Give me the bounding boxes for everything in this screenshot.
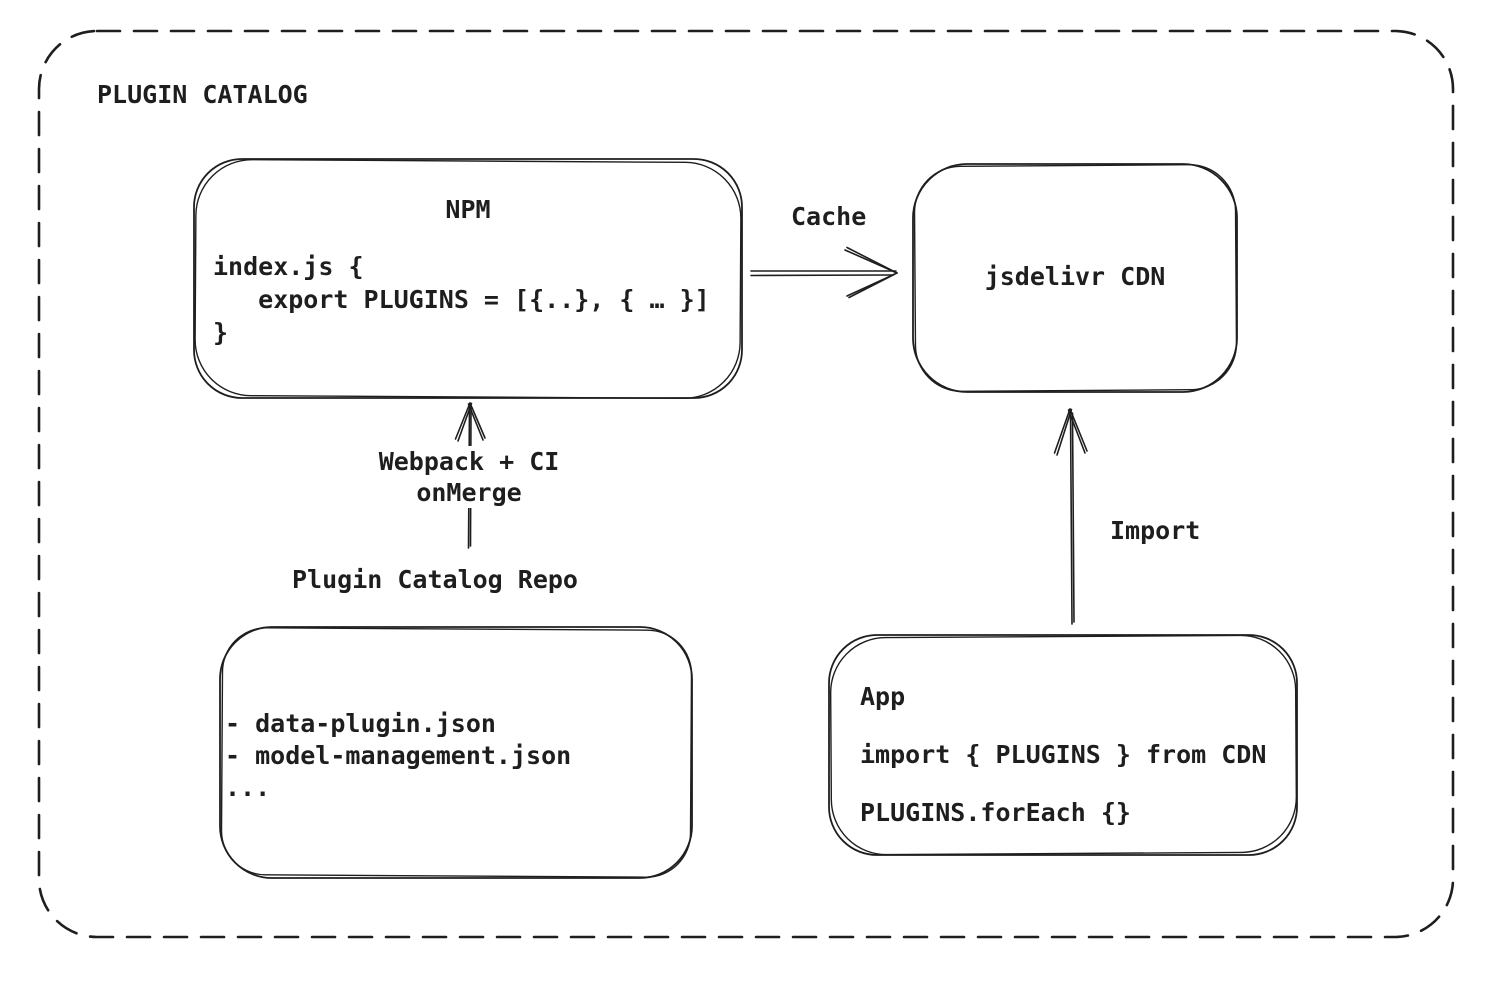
cdn-node: jsdelivr CDN bbox=[911, 162, 1239, 394]
npm-node-border bbox=[193, 158, 743, 400]
repo-node-files: - data-plugin.json - model-management.js… bbox=[225, 709, 572, 802]
diagram-title: PLUGIN CATALOG bbox=[97, 80, 308, 109]
repo-node-label: Plugin Catalog Repo bbox=[292, 565, 578, 594]
app-node-border bbox=[828, 634, 1298, 856]
cdn-node-label: jsdelivr CDN bbox=[984, 262, 1166, 291]
cache-arrow bbox=[750, 246, 898, 299]
app-node-code: App import { PLUGINS } from CDN PLUGINS.… bbox=[860, 682, 1267, 827]
import-arrow bbox=[1053, 408, 1088, 625]
npm-node-code: index.js { export PLUGINS = [{..}, { … }… bbox=[213, 252, 710, 347]
npm-node: NPM index.js { export PLUGINS = [{..}, {… bbox=[192, 157, 744, 400]
npm-node-title: NPM bbox=[445, 195, 491, 224]
repo-node-border bbox=[219, 626, 693, 879]
repo-node: - data-plugin.json - model-management.js… bbox=[218, 625, 694, 880]
import-arrow-label: Import bbox=[1110, 516, 1201, 545]
cdn-node-border bbox=[912, 163, 1238, 393]
cache-arrow-label: Cache bbox=[791, 202, 867, 231]
dashed-container-border bbox=[37, 29, 1455, 939]
app-node: App import { PLUGINS } from CDN PLUGINS.… bbox=[827, 633, 1299, 857]
build-arrow-label: Webpack + CI onMerge bbox=[309, 446, 629, 508]
